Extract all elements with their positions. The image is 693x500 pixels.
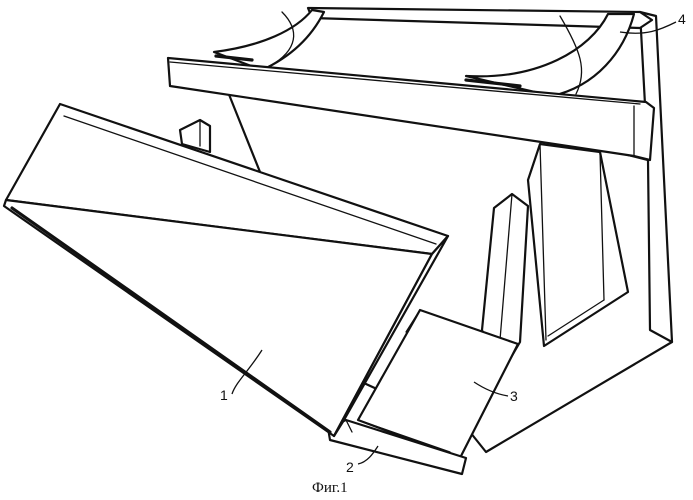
label-part-3: 3 bbox=[510, 388, 518, 404]
figure-caption: Фиг.1 bbox=[312, 480, 348, 496]
label-part-4: 4 bbox=[678, 11, 686, 27]
label-part-2: 2 bbox=[346, 459, 354, 475]
label-part-1: 1 bbox=[220, 387, 228, 403]
